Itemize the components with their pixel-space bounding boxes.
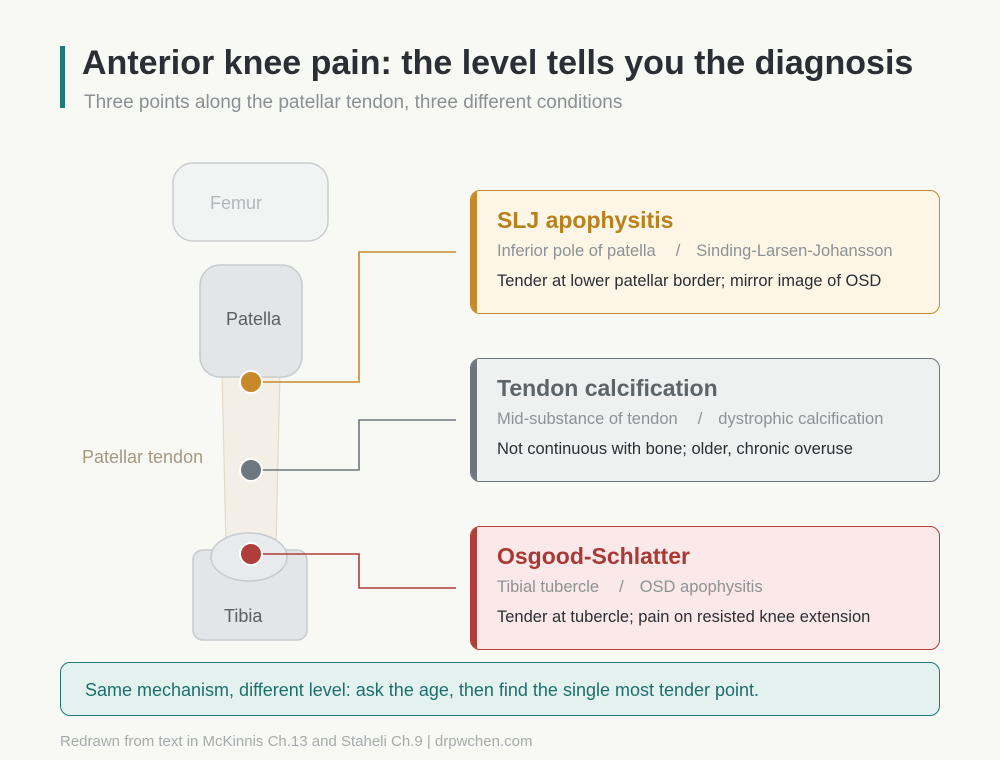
- card-location-site: Tibial tubercle: [497, 578, 600, 596]
- card-slj-apophysitis: SLJ apophysitis Inferior pole of patella…: [470, 190, 940, 314]
- card-location: Tibial tubercle / OSD apophysitis: [497, 578, 763, 597]
- card-location-separator: /: [675, 242, 681, 260]
- title-accent-bar: [60, 46, 65, 108]
- summary-note: Same mechanism, different level: ask the…: [60, 662, 940, 716]
- femur-label: Femur: [210, 193, 263, 213]
- card-tendon-calcification: Tendon calcification Mid-substance of te…: [470, 358, 940, 482]
- card-title: Tendon calcification: [497, 375, 718, 401]
- patella-label: Patella: [226, 309, 282, 329]
- calcification-point-marker: [239, 458, 263, 482]
- page-title: Anterior knee pain: the level tells you …: [82, 44, 914, 82]
- card-title: SLJ apophysitis: [497, 207, 674, 233]
- tibia-label: Tibia: [224, 606, 263, 626]
- page-subtitle: Three points along the patellar tendon, …: [84, 92, 623, 113]
- card-location-separator: /: [619, 578, 624, 596]
- slj-leader-line: [251, 251, 456, 383]
- card-osgood-schlatter: Osgood-Schlatter Tibial tubercle / OSD apo…: [470, 526, 940, 650]
- card-location: Mid-substance of tendon / dystrophic calci…: [497, 410, 883, 429]
- slj-point-marker: [239, 370, 263, 394]
- card-location-alias: OSD apophysitis: [639, 578, 763, 596]
- femur-shape: [172, 162, 329, 242]
- osgood-leader-line: [251, 553, 456, 589]
- card-description: Tender at tubercle; pain on resisted kne…: [497, 608, 871, 626]
- card-accent-bar: [471, 359, 477, 481]
- card-accent-bar: [471, 191, 477, 313]
- card-location-separator: /: [697, 410, 703, 428]
- card-accent-bar: [471, 527, 477, 649]
- patellar-tendon-label: Patellar tendon: [82, 447, 204, 467]
- osgood-point-marker: [239, 542, 263, 566]
- card-location-site: Inferior pole of patella: [497, 242, 656, 260]
- card-location-site: Mid-substance of tendon: [497, 410, 678, 428]
- card-location: Inferior pole of patella / Sinding-Larsen-…: [497, 242, 893, 261]
- patellar-tendon-shape: [221, 369, 281, 546]
- calcification-leader-line: [251, 419, 456, 471]
- summary-note-text: Same mechanism, different level: ask the…: [85, 680, 760, 700]
- card-description: Tender at lower patellar border; mirror …: [497, 272, 882, 290]
- card-title: Osgood-Schlatter: [497, 543, 690, 569]
- footer-credit: Redrawn from text in McKinnis Ch.13 and …: [60, 733, 533, 750]
- card-description: Not continuous with bone; older, chronic…: [497, 440, 853, 458]
- card-location-alias: dystrophic calcification: [718, 410, 884, 428]
- card-location-alias: Sinding-Larsen-Johansson: [696, 242, 893, 260]
